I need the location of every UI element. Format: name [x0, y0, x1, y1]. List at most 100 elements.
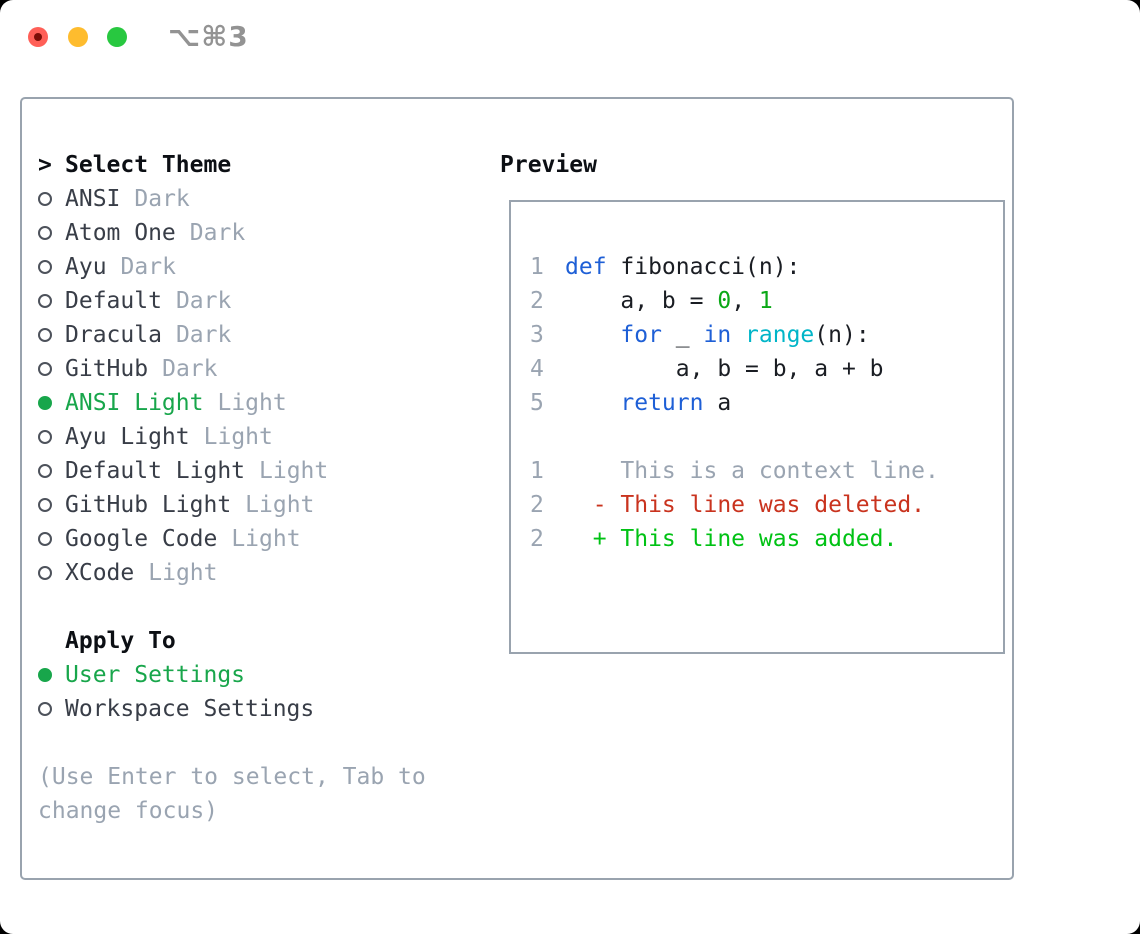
cursor-indicator: > [38, 152, 65, 178]
select-theme-title: Select Theme [65, 152, 232, 178]
radio-icon [38, 702, 65, 716]
code-line: 1 This is a context line. [530, 454, 1003, 488]
spacer [38, 726, 488, 760]
code-text: a, b = 0, 1 [565, 288, 773, 314]
select-theme-header: > Select Theme [38, 148, 488, 182]
option-variant-label: Dark [162, 356, 218, 382]
code-token: def [565, 254, 607, 280]
option-label: XCode [65, 560, 135, 586]
option-variant-label: Light [259, 458, 329, 484]
radio-unselected-icon [38, 464, 52, 478]
option-label: Workspace Settings [65, 696, 315, 722]
radio-unselected-icon [38, 532, 52, 546]
radio-icon [38, 362, 65, 376]
option-variant-label: Light [203, 424, 273, 450]
line-number: 3 [530, 322, 544, 348]
radio-unselected-icon [38, 702, 52, 716]
theme-option-atom-one[interactable]: Atom One Dark [38, 216, 488, 250]
code-token: a [703, 390, 732, 416]
radio-unselected-icon [38, 362, 52, 376]
preview-code-box: 1 def fibonacci(n): 2 a, b = 0, 1 3 for _ i… [509, 200, 1005, 654]
radio-icon [38, 498, 65, 512]
line-number: 1 [530, 458, 544, 484]
minimize-button[interactable] [68, 27, 88, 47]
option-label: Default [65, 288, 162, 314]
code-text: This is a context line. [565, 458, 939, 484]
code-line: 3 for _ in range(n): [530, 318, 1003, 352]
apply-option-workspace-settings[interactable]: Workspace Settings [38, 692, 488, 726]
option-label: ANSI Light [65, 390, 204, 416]
option-variant-label: Dark [175, 322, 232, 348]
code-token: This is a context line. [565, 458, 939, 484]
close-button-dot-icon [34, 33, 42, 41]
radio-unselected-icon [38, 260, 52, 274]
theme-option-google-code[interactable]: Google Code Light [38, 522, 488, 556]
radio-icon [38, 566, 65, 580]
code-token: in [703, 322, 732, 348]
option-variant-label: Dark [189, 220, 246, 246]
radio-unselected-icon [38, 192, 52, 206]
radio-icon [38, 328, 65, 342]
maximize-button[interactable] [107, 27, 127, 47]
code-line: 4 a, b = b, a + b [530, 352, 1003, 386]
code-line: 1 def fibonacci(n): [530, 250, 1003, 284]
code-token: _ [661, 322, 704, 348]
code-token: for [620, 322, 662, 348]
line-number: 1 [530, 254, 544, 280]
line-number: 2 [530, 492, 544, 518]
code-token: 1 [758, 288, 773, 314]
radio-unselected-icon [38, 226, 52, 240]
code-token: range [745, 322, 815, 348]
radio-icon [38, 464, 65, 478]
apply-to-title: Apply To [65, 628, 176, 654]
radio-unselected-icon [38, 566, 52, 580]
theme-option-xcode[interactable]: XCode Light [38, 556, 488, 590]
radio-icon [38, 294, 65, 308]
code-token: - This line was deleted. [565, 492, 926, 518]
option-variant-label: Light [148, 560, 218, 586]
option-label: Atom One [65, 220, 176, 246]
code-token: (n): [814, 322, 870, 348]
code-token: , [731, 288, 759, 314]
radio-icon [38, 226, 65, 240]
code-token: a, b = [565, 288, 718, 314]
radio-icon [38, 668, 65, 682]
option-label: Ayu Light [65, 424, 190, 450]
line-number: 2 [530, 526, 544, 552]
code-token: fibonacci(n): [606, 254, 801, 280]
radio-selected-icon [38, 668, 52, 682]
option-label: Google Code [65, 526, 218, 552]
option-label: Dracula [65, 322, 162, 348]
code-text: def fibonacci(n): [565, 254, 800, 280]
code-text: a, b = b, a + b [565, 356, 884, 382]
code-token: return [620, 390, 704, 416]
code-line: 2 + This line was added. [530, 522, 1003, 556]
option-variant-label: Light [231, 526, 301, 552]
radio-unselected-icon [38, 430, 52, 444]
radio-icon [38, 532, 65, 546]
theme-option-dracula[interactable]: Dracula Dark [38, 318, 488, 352]
spacer [38, 590, 488, 624]
option-label: GitHub Light [65, 492, 232, 518]
apply-option-user-settings[interactable]: User Settings [38, 658, 488, 692]
code-token: a, b = b, a + b [565, 356, 884, 382]
theme-option-ayu-light[interactable]: Ayu Light Light [38, 420, 488, 454]
hint-text-line2: change focus) [38, 798, 219, 824]
option-label: Ayu [65, 254, 107, 280]
code-token [565, 322, 620, 348]
code-text: return a [565, 390, 731, 416]
code-line: 5 return a [530, 386, 1003, 420]
radio-unselected-icon [38, 328, 52, 342]
option-label: ANSI [65, 186, 121, 212]
close-button[interactable] [28, 27, 48, 47]
